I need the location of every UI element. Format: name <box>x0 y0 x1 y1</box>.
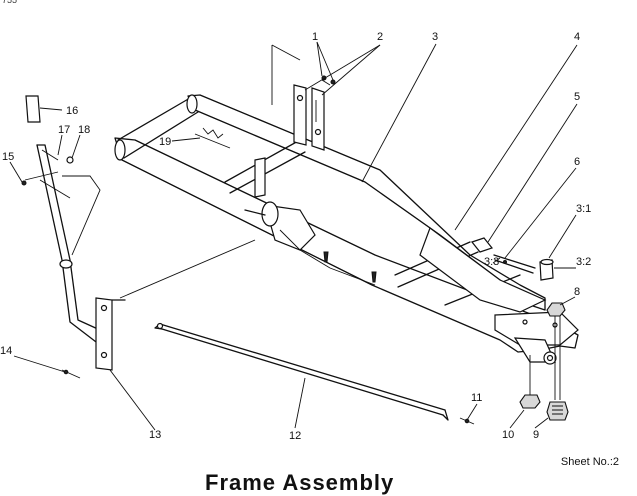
exploded-view-drawing <box>9 41 579 431</box>
callout-19: 19 <box>159 136 172 148</box>
callout-1: 1 <box>312 31 319 43</box>
corner-mark: 755 <box>2 0 18 5</box>
callout-12: 12 <box>289 430 302 442</box>
long-rod <box>154 322 475 425</box>
callout-3-1: 3:1 <box>576 203 592 215</box>
callout-4: 4 <box>574 31 581 43</box>
callout-17: 17 <box>58 124 71 136</box>
frame-rails <box>114 94 579 365</box>
callout-2: 2 <box>377 31 384 43</box>
diagram-canvas: 755 <box>0 0 619 495</box>
center-bracket <box>244 157 377 286</box>
callout-18: 18 <box>78 124 91 136</box>
upper-brackets <box>271 44 336 151</box>
callout-11: 11 <box>471 392 483 404</box>
lever-assembly <box>21 95 256 379</box>
callout-8: 8 <box>574 286 581 298</box>
callout-3-2: 3:2 <box>576 256 592 268</box>
pin-19 <box>194 127 231 149</box>
callout-5: 5 <box>574 91 581 103</box>
callout-6: 6 <box>574 156 581 168</box>
callout-14: 14 <box>0 345 13 357</box>
callout-9: 9 <box>533 429 540 441</box>
sheet-number: Sheet No.:2 <box>560 456 619 468</box>
leader-lines <box>9 41 578 431</box>
callout-13: 13 <box>149 429 162 441</box>
callout-3: 3 <box>432 31 439 43</box>
drawing-title: Frame Assembly <box>205 470 395 495</box>
callout-16: 16 <box>66 105 79 117</box>
front-hardware <box>470 237 569 421</box>
callout-15: 15 <box>2 151 15 163</box>
callout-3-3: 3:3 <box>484 256 500 268</box>
callout-10: 10 <box>502 429 515 441</box>
